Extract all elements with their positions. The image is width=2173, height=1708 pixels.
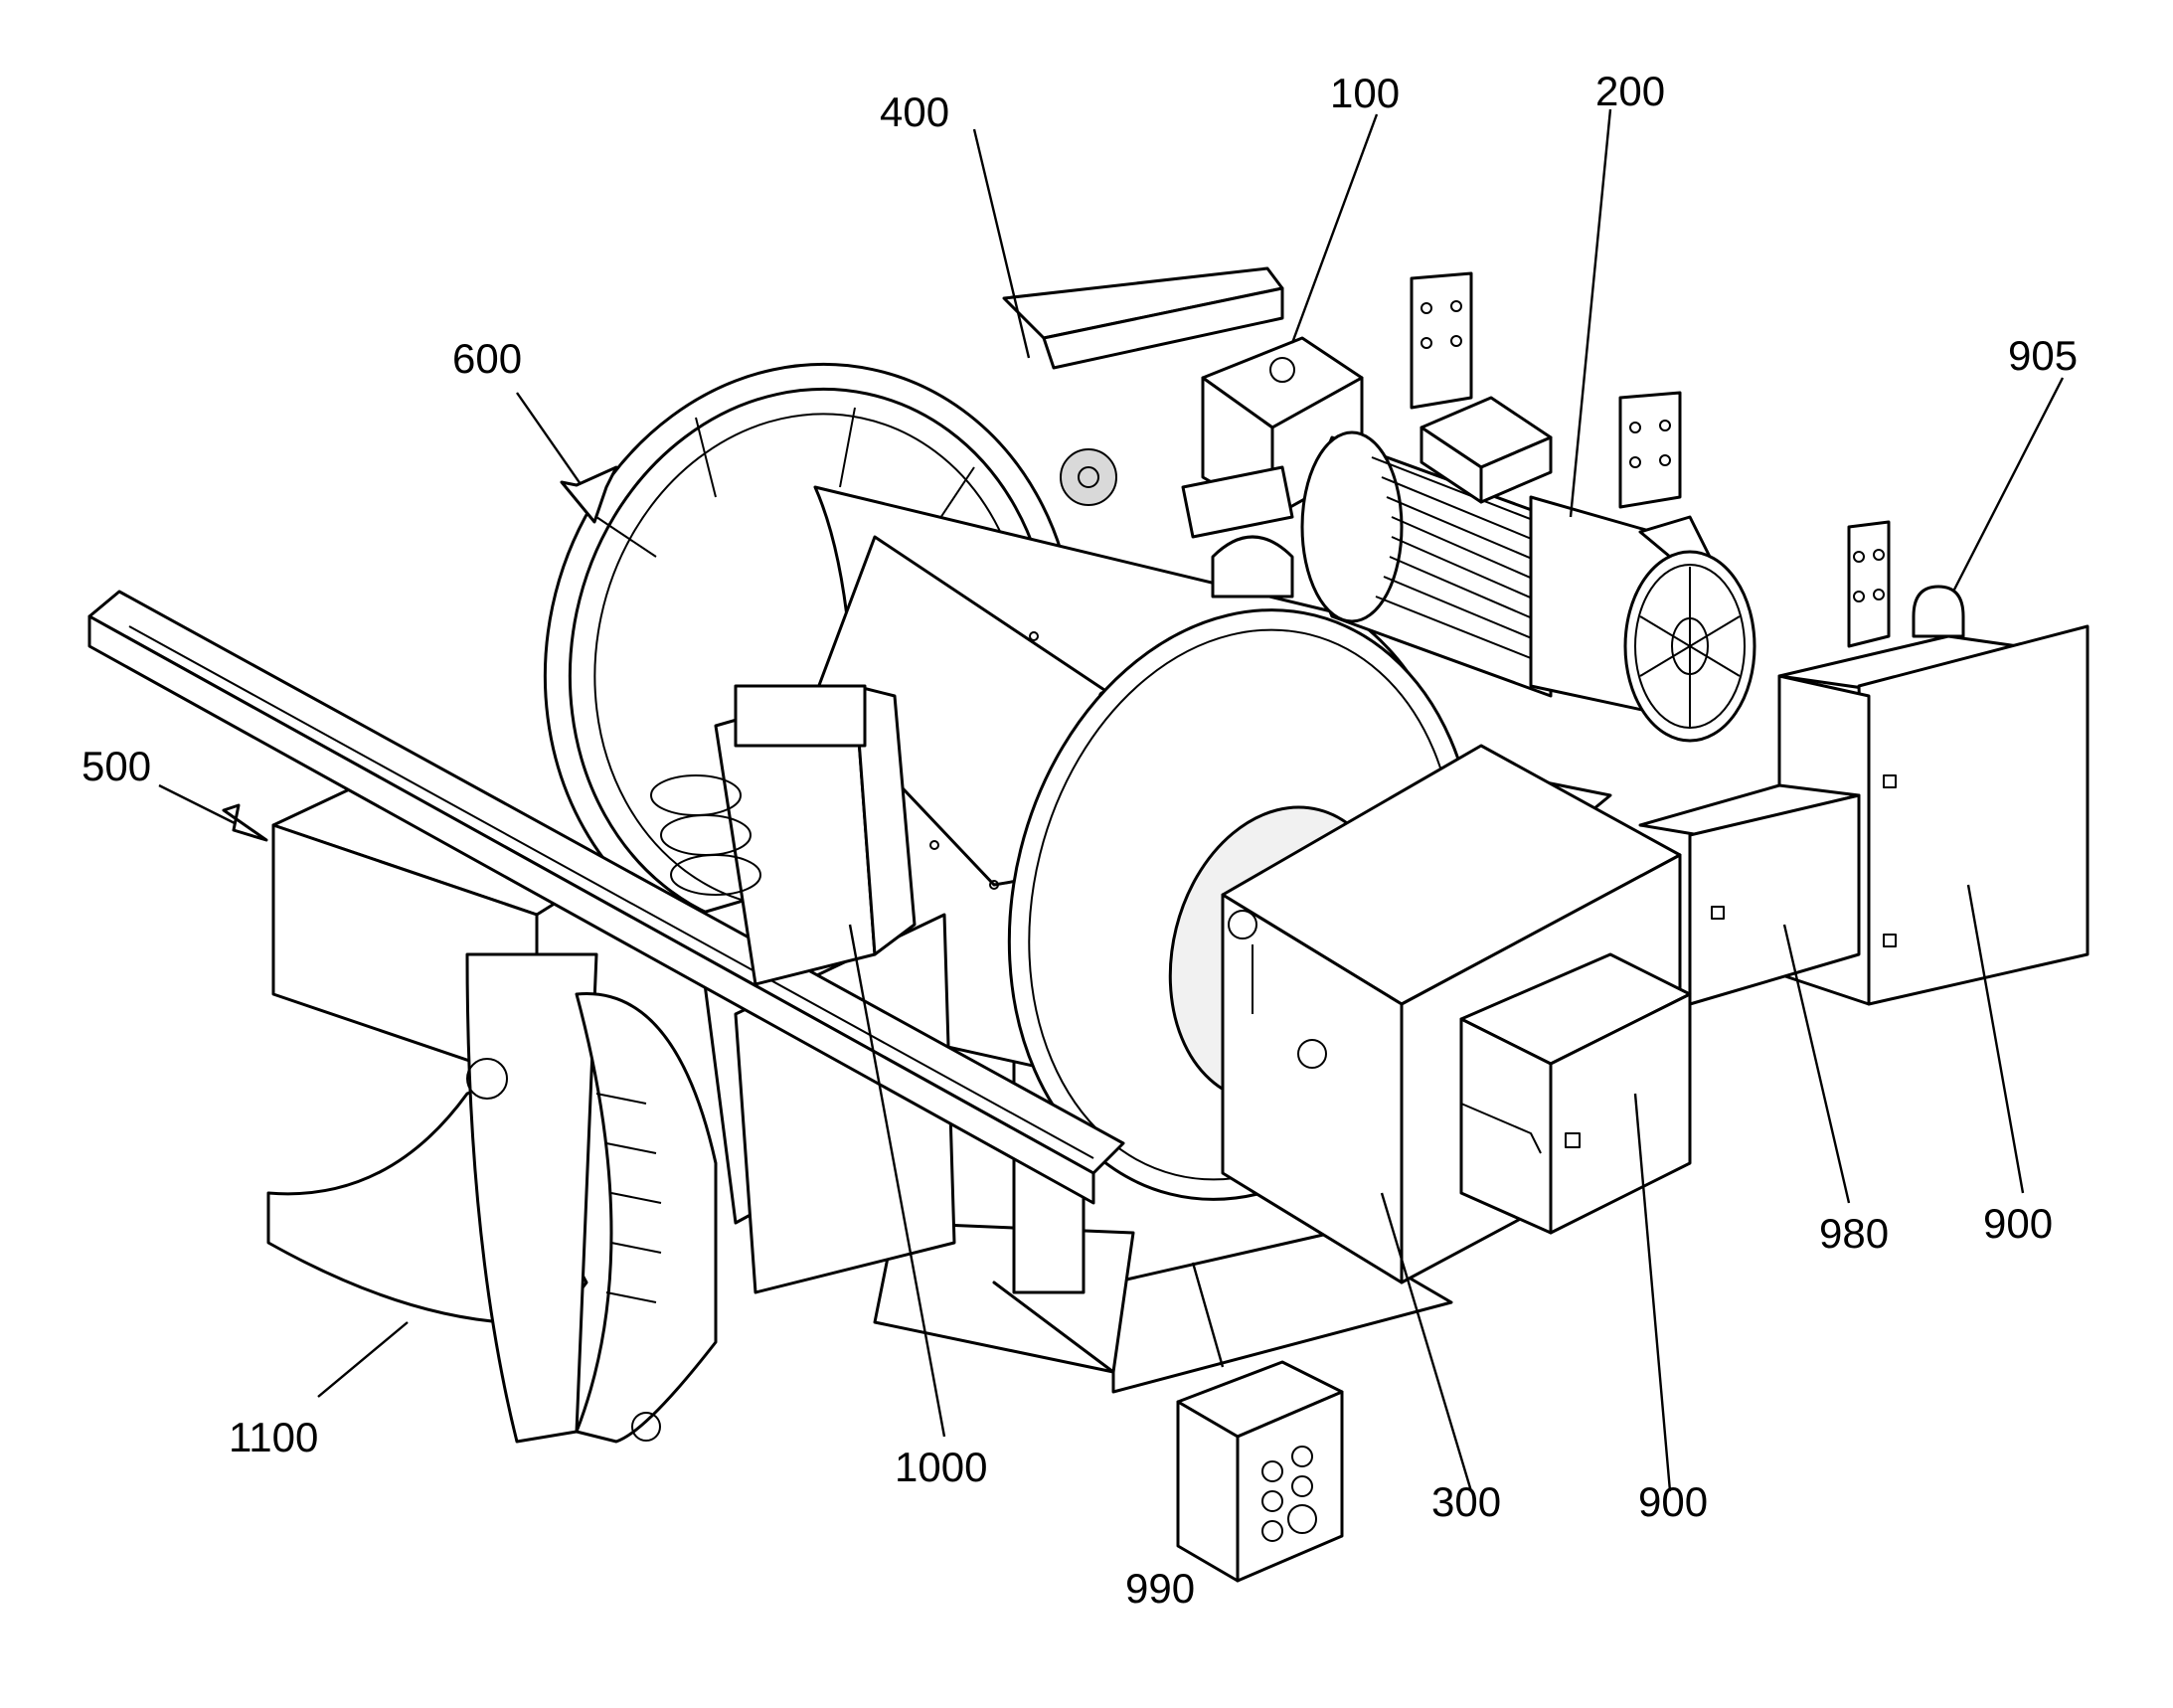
label-1100: 1100 [229, 1414, 318, 1460]
arrow-500 [158, 783, 268, 842]
reference-numerals: 400 100 200 600 905 500 980 900 1100 100… [82, 68, 2078, 1612]
label-100: 100 [1330, 70, 1400, 116]
label-1000: 1000 [895, 1444, 987, 1490]
motor [1300, 396, 1756, 743]
guide-rail [87, 590, 1125, 1205]
gearbox [1060, 336, 1364, 598]
label-900-rear: 900 [1983, 1200, 2053, 1247]
mounting-plates [1410, 271, 1891, 648]
label-200: 200 [1595, 68, 1665, 114]
label-300: 300 [1431, 1478, 1501, 1525]
label-500: 500 [82, 743, 151, 789]
fairlead-arc [266, 952, 718, 1444]
cabinet-front [1459, 952, 1692, 1235]
label-400: 400 [880, 88, 949, 135]
arrow-600 [516, 392, 618, 524]
label-600: 600 [452, 335, 522, 382]
label-990: 990 [1125, 1565, 1195, 1612]
label-905: 905 [2008, 332, 2078, 379]
cabinet-mid [1638, 783, 1861, 1006]
level-wind-carriage [650, 684, 917, 986]
label-980: 980 [1819, 1210, 1889, 1257]
label-900-front: 900 [1638, 1478, 1708, 1525]
pendant-control [1176, 1360, 1344, 1583]
leader-lines [317, 108, 2065, 1492]
